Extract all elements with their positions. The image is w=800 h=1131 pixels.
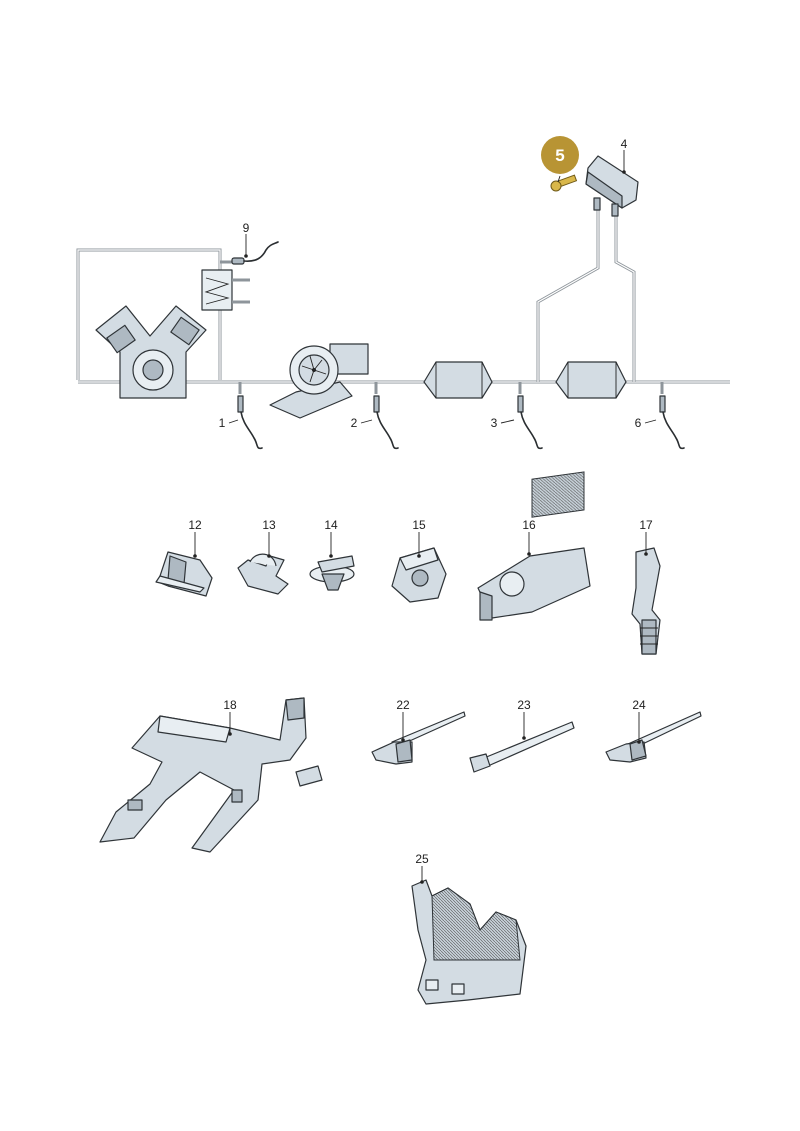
callout-5-highlight[interactable]: 5 xyxy=(541,136,579,174)
temperature-sensor-3 xyxy=(517,395,543,450)
holder-25 xyxy=(411,879,527,1005)
label-1[interactable]: 1 xyxy=(219,416,226,430)
label-13[interactable]: 13 xyxy=(262,518,276,532)
clip-14 xyxy=(309,555,355,591)
label-14[interactable]: 14 xyxy=(324,518,338,532)
clip-12 xyxy=(155,551,213,597)
label-22[interactable]: 22 xyxy=(396,698,410,712)
label-4[interactable]: 4 xyxy=(621,137,628,151)
label-24[interactable]: 24 xyxy=(632,698,646,712)
egr-temperature-sensor-9 xyxy=(231,241,279,265)
label-6[interactable]: 6 xyxy=(635,416,642,430)
bolt-5 xyxy=(550,174,578,192)
callout-5-label: 5 xyxy=(555,146,564,165)
catalytic-converter xyxy=(423,361,493,399)
bracket-18 xyxy=(99,697,323,853)
label-16[interactable]: 16 xyxy=(522,518,536,532)
callout-labels: 4 9 1 2 3 6 12 13 14 15 16 17 18 22 23 2… xyxy=(188,137,653,866)
egr-cooler xyxy=(201,269,250,311)
callout-5-circle xyxy=(541,136,579,174)
label-9[interactable]: 9 xyxy=(243,221,250,235)
cable-tie-24 xyxy=(605,711,702,763)
cable-tie-23 xyxy=(469,721,575,773)
label-23[interactable]: 23 xyxy=(517,698,531,712)
label-18[interactable]: 18 xyxy=(223,698,237,712)
label-3[interactable]: 3 xyxy=(491,416,498,430)
egr-loop xyxy=(76,248,232,380)
callout-leaders xyxy=(193,150,657,884)
temperature-sensor-6 xyxy=(659,395,685,450)
temperature-sensor-2 xyxy=(373,395,399,450)
turbocharger xyxy=(269,343,369,419)
label-15[interactable]: 15 xyxy=(412,518,426,532)
holder-16 xyxy=(477,471,591,621)
cable-tie-22 xyxy=(371,711,466,765)
exhaust-system-schematic xyxy=(76,155,730,450)
label-2[interactable]: 2 xyxy=(351,416,358,430)
holder-15 xyxy=(391,547,447,603)
temperature-sensor-1 xyxy=(237,395,263,450)
particulate-filter xyxy=(555,361,627,399)
engine-block xyxy=(95,305,207,399)
label-17[interactable]: 17 xyxy=(639,518,653,532)
holder-17 xyxy=(631,547,661,655)
clip-13 xyxy=(237,553,289,595)
differential-pressure-lines xyxy=(536,208,636,382)
label-12[interactable]: 12 xyxy=(188,518,202,532)
pressure-sensor-4 xyxy=(585,155,639,217)
label-25[interactable]: 25 xyxy=(415,852,429,866)
